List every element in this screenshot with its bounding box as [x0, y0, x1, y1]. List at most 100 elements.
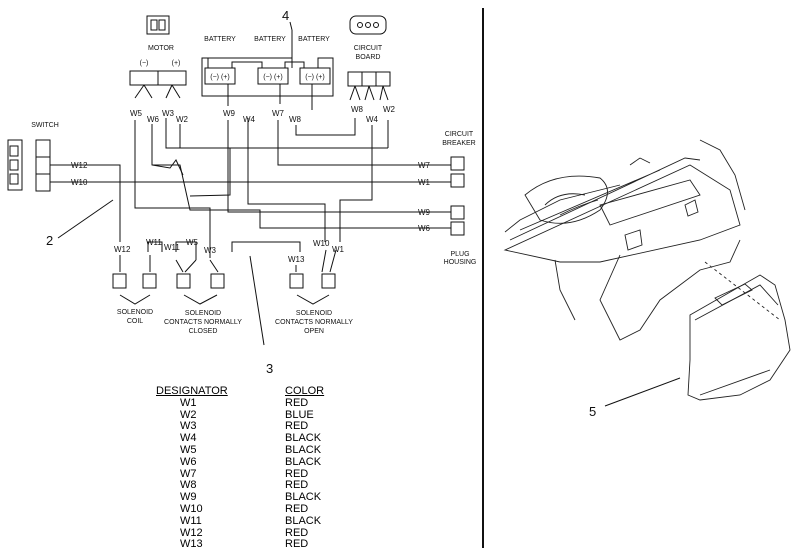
circuit-board-connector-icon — [349, 15, 387, 35]
solenoid-no-label-2: CONTACTS NORMALLY — [275, 319, 353, 326]
motor-label: MOTOR — [148, 45, 174, 52]
circuit-breaker-terminal-2 — [450, 173, 465, 188]
callout-4: 4 — [282, 8, 289, 23]
solenoid-nc-terminal-2 — [210, 273, 225, 289]
solenoid-nc-label-1: SOLENOID — [185, 310, 221, 317]
plug-housing-terminal-1 — [450, 205, 465, 220]
wire-label: W7 — [272, 109, 285, 118]
wire-label: W11 — [164, 243, 180, 252]
legend-color: RED — [285, 420, 309, 433]
legend-color: RED — [285, 479, 309, 492]
solenoid-no-label-1: SOLENOID — [296, 310, 332, 317]
solenoid-coil-terminal-1 — [112, 273, 127, 289]
legend-color: RED — [285, 467, 309, 480]
circuit-board-pin-3 — [375, 71, 391, 87]
legend-row: W10 RED — [120, 502, 380, 516]
wire-label: W4 — [243, 115, 256, 124]
wire-label: W7 — [418, 161, 431, 170]
solenoid-nc-label-2: CONTACTS NORMALLY — [164, 319, 242, 326]
legend-header-color: COLOR — [285, 385, 325, 397]
wire-label: W13 — [288, 255, 305, 264]
legend-row: W12 RED — [120, 526, 380, 540]
battery-1-terminals: (−) (+) — [210, 74, 229, 81]
wire-label: W8 — [351, 105, 364, 114]
legend-designator: W8 — [180, 479, 197, 492]
legend-color: BLACK — [285, 491, 322, 504]
wire-label: W3 — [204, 246, 217, 255]
legend-color: BLACK — [285, 455, 322, 468]
battery-2-label: BATTERY — [254, 36, 286, 43]
circuit-breaker-terminal-1 — [450, 156, 465, 171]
wire-label: W12 — [114, 245, 131, 254]
legend-designator: W9 — [180, 491, 197, 504]
legend-designator: W7 — [180, 467, 197, 480]
legend-color: BLACK — [285, 514, 322, 527]
legend-designator: W6 — [180, 455, 197, 468]
solenoid-no-terminal-2 — [321, 273, 336, 289]
motor-neg-label: (−) — [140, 60, 149, 67]
legend-color: RED — [285, 502, 309, 515]
wire-label: W12 — [71, 161, 88, 170]
solenoid-no-terminal-1 — [289, 273, 304, 289]
legend-designator: W13 — [180, 538, 203, 551]
wire-label: W1 — [418, 178, 431, 187]
legend-header-designator: DESIGNATOR — [156, 385, 228, 397]
battery-1-label: BATTERY — [204, 36, 236, 43]
wire-label: W6 — [147, 115, 160, 124]
wire-label: W3 — [162, 109, 175, 118]
legend-row: W8 RED — [120, 480, 380, 492]
legend-designator: W1 — [180, 396, 197, 409]
wire-label: W6 — [418, 224, 431, 233]
callout-3: 3 — [266, 361, 273, 376]
solenoid-nc-terminal-1 — [176, 273, 191, 289]
circuit-breaker-label-1: CIRCUIT — [445, 131, 474, 138]
legend-designator: W4 — [180, 432, 197, 445]
switch-label: SWITCH — [31, 122, 59, 129]
motor-pos-label: (+) — [172, 60, 181, 67]
callout-2: 2 — [46, 233, 53, 248]
wire-label: W5 — [186, 238, 199, 247]
plug-housing-label-2: HOUSING — [444, 259, 477, 266]
switch-connector-icon — [7, 139, 23, 191]
legend-color: RED — [285, 538, 309, 551]
legend-row: W6 BLACK — [120, 455, 380, 469]
legend-designator: W12 — [180, 526, 203, 539]
legend-row: W3 RED — [120, 421, 380, 433]
legend-row: W11 BLACK — [120, 514, 380, 528]
legend-designator: W11 — [180, 514, 202, 527]
wire-label: W5 — [130, 109, 143, 118]
battery-2-terminals: (−) (+) — [263, 74, 282, 81]
battery-2 — [257, 67, 289, 85]
battery-3-terminals: (−) (+) — [305, 74, 324, 81]
plug-housing-label-1: PLUG — [450, 251, 469, 258]
battery-3 — [299, 67, 331, 85]
wire-label: W2 — [176, 115, 189, 124]
plug-housing-terminal-2 — [450, 221, 465, 236]
legend-designator: W3 — [180, 420, 197, 433]
solenoid-coil-label-1: SOLENOID — [117, 309, 153, 316]
circuit-board-label-2: BOARD — [356, 54, 381, 61]
switch-terminal-2 — [35, 156, 51, 175]
legend-color: RED — [285, 526, 309, 539]
legend-designator: W10 — [180, 502, 203, 515]
wire-label: W10 — [313, 239, 330, 248]
wire-label: W11 — [146, 238, 162, 247]
circuit-board-pin-2 — [361, 71, 377, 87]
wire-label: W10 — [71, 178, 88, 187]
legend-designator: W2 — [180, 408, 197, 421]
solenoid-no-label-3: OPEN — [304, 328, 324, 335]
wire-label: W2 — [383, 105, 396, 114]
wire-label: W1 — [332, 245, 345, 254]
solenoid-nc-label-3: CLOSED — [189, 328, 218, 335]
circuit-breaker-label-2: BREAKER — [442, 140, 475, 147]
battery-1 — [204, 67, 236, 85]
legend-designator: W5 — [180, 443, 197, 456]
battery-3-label: BATTERY — [298, 36, 330, 43]
vehicle-illustration — [503, 139, 791, 401]
wire-label: W9 — [223, 109, 236, 118]
